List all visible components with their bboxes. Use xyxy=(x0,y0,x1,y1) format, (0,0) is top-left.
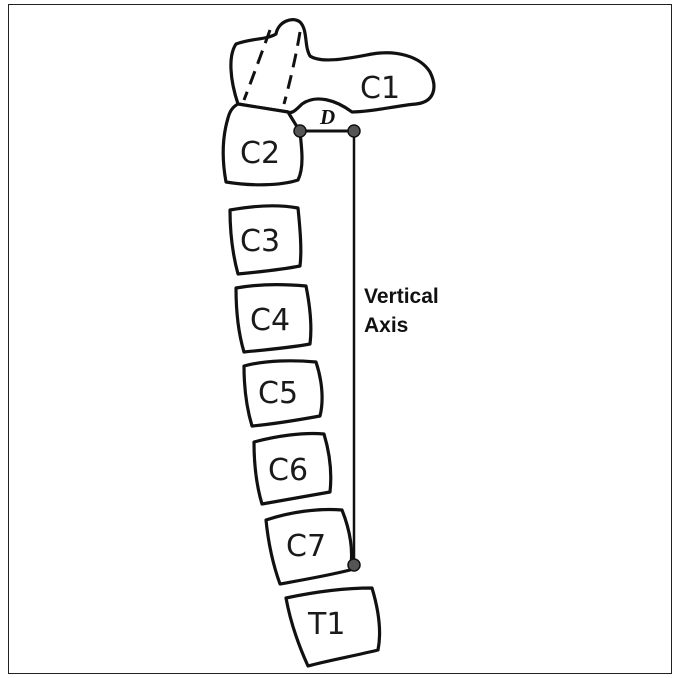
vertebra-label-c5: C5 xyxy=(258,376,298,411)
vertebra-label-c2: C2 xyxy=(240,136,280,171)
vertebra-label-c6: C6 xyxy=(268,453,308,488)
vertebra-c1-shape xyxy=(229,18,436,115)
vertebra-label-t1: T1 xyxy=(307,607,345,642)
vertebra-label-c1: C1 xyxy=(360,71,400,106)
vertebra-c5-shape xyxy=(242,359,324,428)
vertical-axis-label-line2: Axis xyxy=(364,314,408,337)
vertebra-c4-shape xyxy=(234,283,313,354)
marker-axis-bottom xyxy=(347,558,361,572)
marker-axis-top xyxy=(347,124,361,138)
dens-dashed-line xyxy=(242,29,302,105)
vertebra-label-c7: C7 xyxy=(286,529,326,564)
vertical-axis-label-line1: Vertical xyxy=(364,285,439,308)
vertebra-t1-shape xyxy=(284,586,382,668)
vertebra-label-c4: C4 xyxy=(250,303,290,338)
distance-d-label: D xyxy=(319,105,335,129)
vertebra-c6-shape xyxy=(252,431,333,506)
vertebra-c3-shape xyxy=(228,204,303,276)
vertebra-label-c3: C3 xyxy=(240,224,280,259)
marker-c2-posterior xyxy=(293,124,307,138)
